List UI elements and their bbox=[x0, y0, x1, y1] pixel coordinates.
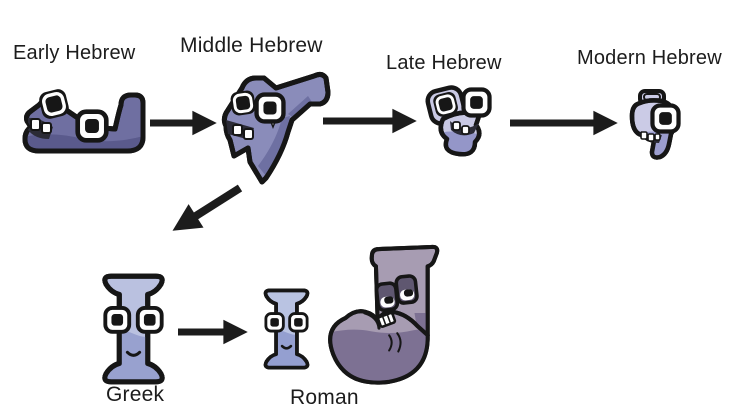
body-outline bbox=[221, 71, 331, 185]
curl-line bbox=[363, 311, 381, 330]
label-early-hebrew: Early Hebrew bbox=[13, 42, 136, 64]
tooth-gap bbox=[386, 314, 392, 324]
eye-icon bbox=[257, 95, 284, 122]
roman-letter-i-character bbox=[263, 288, 310, 370]
shading bbox=[258, 116, 290, 176]
tooth bbox=[640, 131, 648, 140]
early-hebrew-letter-character bbox=[22, 85, 146, 154]
tooth bbox=[654, 133, 661, 141]
whistle-line bbox=[388, 334, 393, 352]
arrow-middle-to-greek bbox=[172, 184, 243, 231]
body-outline bbox=[629, 98, 677, 160]
teeth-block bbox=[376, 311, 397, 328]
eye-icon bbox=[78, 112, 107, 141]
label-modern-hebrew: Modern Hebrew bbox=[577, 47, 722, 69]
middle-hebrew-letter-character bbox=[221, 71, 331, 185]
greek-letter-i-character bbox=[102, 273, 165, 385]
eye-icon bbox=[463, 89, 489, 115]
tooth bbox=[41, 122, 52, 134]
stem-outline bbox=[369, 244, 440, 338]
gritted-mouth bbox=[376, 311, 397, 328]
tooth bbox=[452, 121, 461, 131]
tooth bbox=[647, 133, 655, 142]
eye-icon bbox=[288, 312, 309, 333]
shading bbox=[265, 329, 308, 368]
label-roman: Roman bbox=[290, 386, 359, 409]
eye-icon bbox=[652, 105, 678, 131]
back-eye-icon bbox=[228, 88, 258, 118]
body-outline bbox=[263, 288, 310, 370]
label-greek: Greek bbox=[106, 383, 165, 406]
body-outline bbox=[102, 273, 165, 385]
tooth bbox=[232, 124, 243, 136]
tooth bbox=[30, 118, 41, 131]
pupil bbox=[384, 296, 394, 304]
eye-icon bbox=[264, 312, 285, 333]
modern-hebrew-letter-character bbox=[629, 89, 683, 160]
label-late-hebrew: Late Hebrew bbox=[386, 52, 502, 74]
tooth bbox=[461, 125, 470, 135]
eye-icon bbox=[103, 305, 132, 334]
late-hebrew-letter-character bbox=[425, 85, 494, 157]
shading bbox=[104, 330, 163, 382]
tooth bbox=[243, 128, 254, 140]
tooth-gap bbox=[382, 316, 387, 325]
blob-shading bbox=[330, 329, 428, 383]
eye-icon bbox=[135, 305, 164, 334]
label-middle-hebrew: Middle Hebrew bbox=[180, 34, 323, 57]
shading bbox=[288, 96, 312, 118]
whistle-line bbox=[396, 332, 402, 353]
sleepy-eyes bbox=[374, 274, 419, 312]
pupil bbox=[403, 289, 414, 297]
smile-mouth bbox=[280, 344, 293, 350]
roman-letter-j-character bbox=[328, 244, 440, 385]
smile-mouth bbox=[125, 350, 142, 357]
